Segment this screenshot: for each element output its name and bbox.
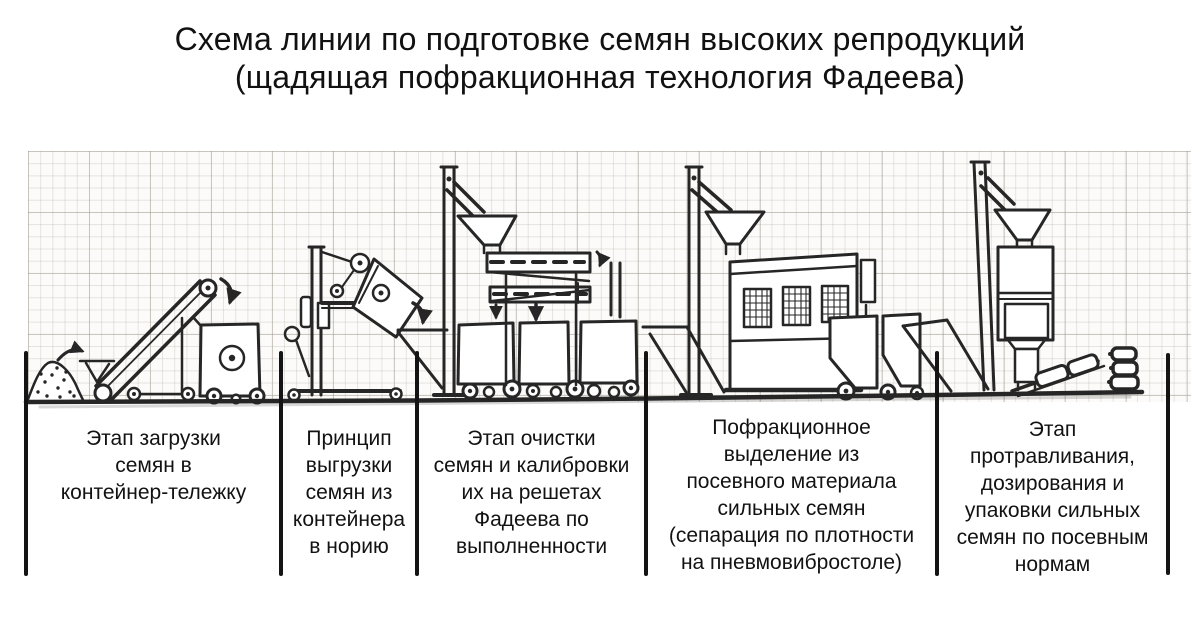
packer-hopper: [993, 208, 1052, 242]
title-line-1: Схема линии по подготовке семян высоких …: [174, 21, 1026, 57]
stage3-cleaning-drawing: [432, 165, 726, 400]
feed-arrow-icon: [56, 340, 85, 362]
lift-mast: [283, 245, 403, 402]
intake-hopper: [78, 359, 116, 384]
seed-pile-dots: [36, 366, 76, 399]
ground-smudge: [38, 395, 1132, 409]
stage1-loading-drawing: [25, 277, 266, 405]
belt-conveyor: [93, 278, 218, 403]
title-line-2: (щадящая пофракционная технология Фадеев…: [234, 59, 966, 95]
container-cart: [191, 315, 266, 405]
noria-elevator-mast-3: [969, 160, 1016, 392]
stage-label-loading: Этап загрузки семян в контейнер-тележку: [60, 427, 247, 504]
stage-label-treating-packing: Этап протравливания, дозирования и упако…: [956, 418, 1149, 576]
sieve-hopper: [456, 214, 518, 247]
table-carts: [828, 312, 925, 401]
stage-label-cleaning: Этап очистки семян и калибровки их на ре…: [433, 427, 630, 558]
noria-elevator-mast-2: [679, 165, 733, 397]
pour-arrow-icon: [411, 301, 433, 326]
stage-dividers: [24, 351, 1170, 576]
pour-chute: [396, 328, 449, 390]
sieve-support-legs: [504, 270, 578, 387]
table-hopper: [704, 210, 766, 246]
packing-tower: [996, 245, 1055, 392]
bag-conveyor: [1010, 353, 1106, 398]
stage2-unloading-drawing: [283, 245, 449, 402]
chute-to-stage4: [641, 325, 726, 394]
stage5-packing-drawing: [901, 160, 1140, 398]
stage-label-unloading: Принцип выгрузки семян из контейнера в н…: [292, 427, 406, 558]
tilted-container: [320, 250, 424, 339]
seed-carts: [456, 319, 640, 400]
discharge-arrow-icon: [219, 277, 242, 306]
page-title: Схема линии по подготовке семян высоких …: [0, 20, 1200, 96]
bag-stack: [1107, 346, 1140, 391]
sieve-block: [485, 250, 622, 323]
pneumo-vibro-building: [723, 252, 877, 393]
chute-to-stage5: [901, 318, 990, 393]
table-hopper-neck: [724, 242, 742, 256]
stage-label-fraction-separation: Пофракционное выделение из посевного мат…: [668, 416, 915, 574]
stage4-separation-drawing: [679, 165, 925, 401]
